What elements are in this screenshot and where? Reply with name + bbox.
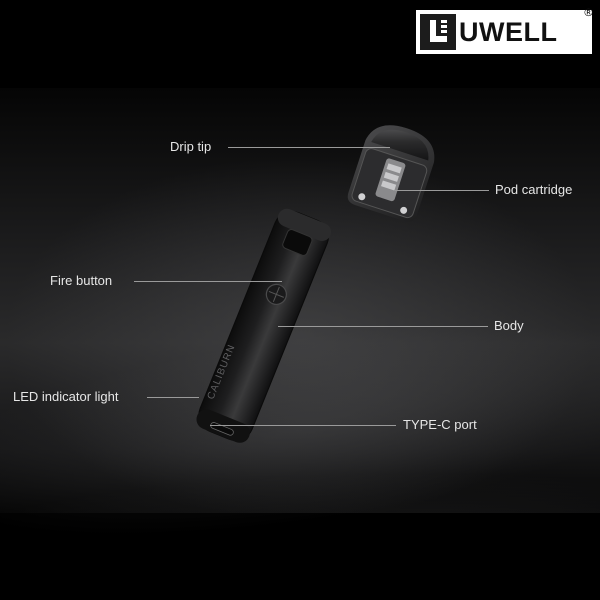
- leader-pod-cartridge: [395, 190, 489, 191]
- registered-mark: ®: [583, 6, 594, 19]
- pod-cartridge: [347, 125, 435, 222]
- label-led-indicator: LED indicator light: [13, 389, 119, 404]
- brand-mark-icon: [420, 14, 456, 50]
- device-body: [196, 208, 332, 443]
- label-pod-cartridge: Pod cartridge: [495, 182, 573, 197]
- label-fire-button: Fire button: [50, 273, 113, 288]
- leader-type-c-port: [210, 425, 396, 426]
- brand-name: UWELL: [459, 16, 558, 47]
- leader-drip-tip: [228, 147, 390, 148]
- brand-logo: UWELL ®: [416, 6, 594, 54]
- label-body: Body: [494, 318, 524, 333]
- leader-body: [278, 326, 488, 327]
- leader-fire-button: [134, 281, 282, 282]
- label-type-c-port: TYPE-C port: [403, 417, 477, 432]
- label-drip-tip: Drip tip: [170, 139, 212, 154]
- leader-led-indicator: [147, 397, 199, 398]
